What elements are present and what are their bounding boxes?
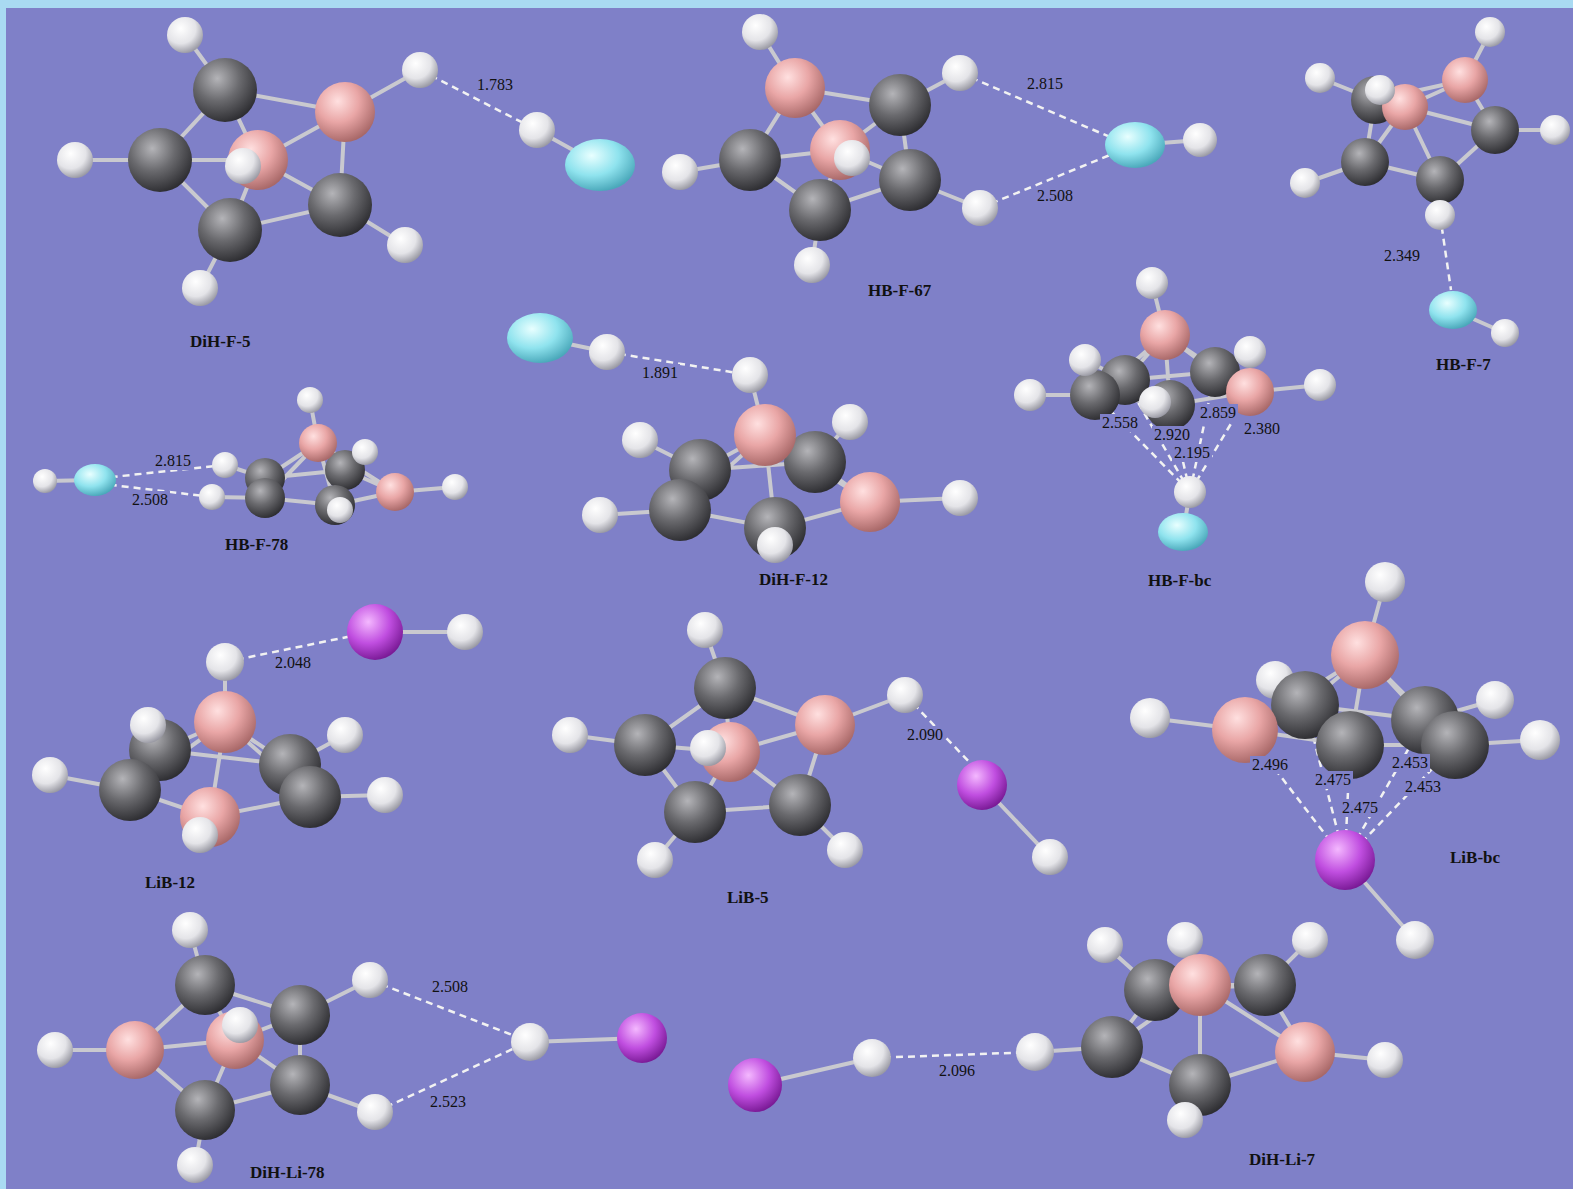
distance-label: 2.349 — [1382, 247, 1422, 265]
distance-label: 2.815 — [153, 452, 193, 470]
molecule-hb-f-7 — [1290, 17, 1570, 347]
distance-label: 2.475 — [1340, 799, 1380, 817]
distance-label: 2.475 — [1313, 771, 1353, 789]
distance-label: 2.453 — [1390, 754, 1430, 772]
distance-label: 2.090 — [905, 726, 945, 744]
structure-name: HB-F-78 — [225, 536, 288, 555]
distance-label: 2.453 — [1403, 778, 1443, 796]
structure-name: HB-F-bc — [1148, 572, 1211, 591]
structure-name: DiH-Li-78 — [250, 1164, 325, 1183]
structure-name: DiH-F-5 — [190, 333, 250, 352]
distance-label: 2.859 — [1198, 404, 1238, 422]
distance-label: 2.508 — [430, 978, 470, 996]
distance-label: 2.815 — [1025, 75, 1065, 93]
distance-label: 2.195 — [1172, 444, 1212, 462]
structure-name: HB-F-7 — [1436, 356, 1491, 375]
distance-label: 1.891 — [640, 364, 680, 382]
structure-name: LiB-5 — [727, 889, 769, 908]
molecule-dih-f-12 — [507, 313, 978, 563]
molecule-hb-f-67 — [662, 14, 1217, 283]
molecule-lib-5 — [552, 612, 1068, 878]
molecule-hb-f-78 — [33, 387, 468, 525]
molecule-hb-f-bc — [1014, 267, 1336, 551]
distance-label: 2.523 — [428, 1093, 468, 1111]
molecule-lib-12 — [32, 604, 483, 853]
distance-label: 2.496 — [1250, 756, 1290, 774]
molecule-dih-li-78 — [37, 912, 667, 1183]
distance-label: 2.048 — [273, 654, 313, 672]
distance-label: 2.380 — [1242, 420, 1282, 438]
structure-name: DiH-F-12 — [759, 571, 828, 590]
distance-label: 2.558 — [1100, 414, 1140, 432]
molecule-lib-bc — [1130, 562, 1560, 959]
molecule-dih-li-7 — [728, 922, 1403, 1138]
structure-name: LiB-bc — [1450, 849, 1500, 868]
structure-name: DiH-Li-7 — [1249, 1151, 1315, 1170]
distance-label: 1.783 — [475, 76, 515, 94]
distance-label: 2.920 — [1152, 426, 1192, 444]
structure-name: HB-F-67 — [868, 282, 931, 301]
distance-label: 2.508 — [1035, 187, 1075, 205]
distance-label: 2.096 — [937, 1062, 977, 1080]
distance-label: 2.508 — [130, 491, 170, 509]
molecule-dih-f-5 — [57, 17, 635, 306]
structure-name: LiB-12 — [145, 874, 195, 893]
